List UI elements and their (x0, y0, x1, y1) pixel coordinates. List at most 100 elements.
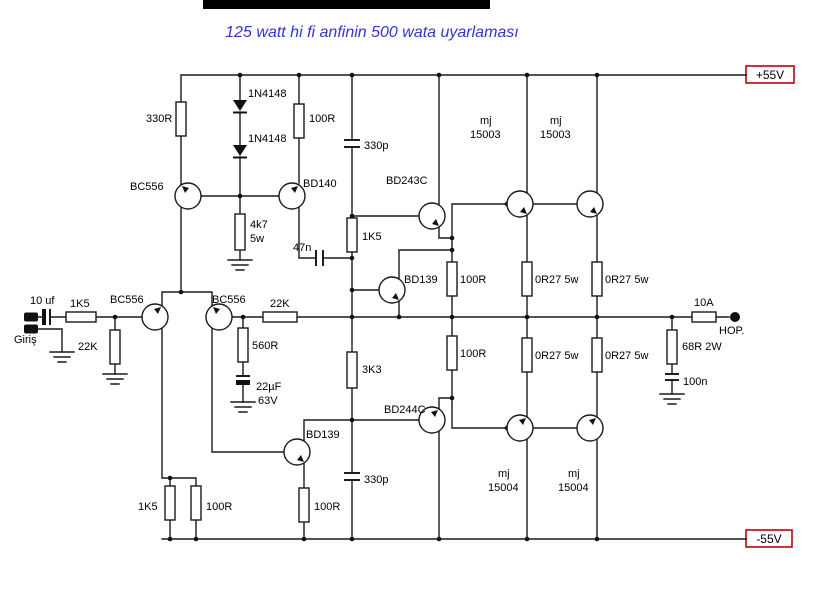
resistor-input-1k5-label: 1K5 (70, 298, 90, 310)
transistor-mj15003-1-label-line2: 15003 (470, 129, 501, 141)
capacitor-22uf (236, 375, 250, 385)
resistor-100r-driver-top-label: 100R (460, 274, 486, 286)
resistor-100r-mirror (293, 103, 305, 139)
resistor-0r27-4-label: 0R27 5w (605, 350, 648, 362)
capacitor-47n (315, 250, 324, 266)
output-terminal-label: HOP. (719, 325, 744, 337)
resistor-68r-zobel-label: 68R 2W (682, 341, 722, 353)
resistor-100r-driver-bottom-label: 100R (460, 348, 486, 360)
transistor-mj15003-2-label-line1: mj (550, 115, 562, 127)
negative-rail-badge: -55V (745, 529, 793, 548)
capacitor-22uf-label: 22µF (256, 381, 282, 393)
transistor-mj15004-1 (506, 414, 534, 442)
transistor-bd139-lower-label: BD139 (306, 429, 340, 441)
transistor-mj15004-2-label-line1: mj (568, 468, 580, 480)
ground-symbol-zobel (659, 393, 685, 405)
resistor-560r (237, 327, 249, 363)
ground-symbol-feedback-cap (230, 401, 256, 413)
input-terminal-signal (24, 312, 38, 322)
transistor-mj15003-1-label-line1: mj (480, 115, 492, 127)
resistor-22k-feedback (262, 311, 298, 323)
resistor-input-1k5 (65, 311, 97, 323)
resistor-input-22k (109, 329, 121, 365)
fuse-10a-label: 10A (694, 297, 714, 309)
resistor-100r-tail-label: 100R (206, 501, 232, 513)
resistor-330r (175, 101, 187, 137)
transistor-bc556-cs-label: BC556 (130, 181, 164, 193)
resistor-4k7-label: 4k7 (250, 219, 268, 231)
resistor-0r27-2 (591, 261, 603, 297)
transistor-bd244c-label: BD244C (384, 404, 426, 416)
resistor-1k5-vas (346, 217, 358, 253)
junction-dots (112, 72, 675, 542)
positive-rail-label: +55V (756, 68, 784, 82)
transistor-mj15004-1-label-line1: mj (498, 468, 510, 480)
resistor-560r-label: 560R (252, 340, 278, 352)
transistor-bc556-current-source (174, 182, 202, 210)
transistor-bd244c (418, 406, 446, 434)
transistor-mj15004-2-label-line2: 15004 (558, 482, 589, 494)
capacitor-330p-top-label: 330p (364, 140, 388, 152)
transistor-bd139-bias (378, 276, 406, 304)
diode-1n4148-1 (233, 100, 247, 114)
output-terminal (730, 312, 740, 322)
redacted-bar (203, 0, 490, 9)
resistor-100r-driver-top (446, 261, 458, 297)
resistor-100r-lower-label: 100R (314, 501, 340, 513)
resistor-0r27-3 (521, 337, 533, 373)
resistor-3k3 (346, 351, 358, 389)
transistor-bc556-diff-right-label: BC556 (212, 294, 246, 306)
transistor-mj15004-1-label-line2: 15004 (488, 482, 519, 494)
transistor-bc556-diff-left-label: BC556 (110, 294, 144, 306)
transistor-bc556-diff-left (141, 303, 169, 331)
schematic-title: 125 watt hi fi anfinin 500 wata uyarlama… (225, 24, 519, 41)
resistor-4k7-power-label: 5w (250, 233, 264, 245)
capacitor-22uf-voltage-label: 63V (258, 395, 278, 407)
capacitor-330p-bottom (344, 472, 360, 481)
resistor-1k5-tail-label: 1K5 (138, 501, 158, 513)
resistor-22k-feedback-label: 22K (270, 298, 290, 310)
capacitor-10uf-label: 10 uf (30, 295, 55, 307)
resistor-4k7-5w (234, 213, 246, 251)
resistor-0r27-3-label: 0R27 5w (535, 350, 578, 362)
input-terminal-ground (24, 324, 38, 334)
ground-symbol-input-shunt (102, 373, 128, 385)
resistor-100r-mirror-label: 100R (309, 113, 335, 125)
wires (37, 74, 747, 540)
transistor-mj15003-2 (576, 190, 604, 218)
transistor-bd140 (278, 182, 306, 210)
transistor-bd139-lower (283, 438, 311, 466)
capacitor-47n-label: 47n (293, 242, 311, 254)
fuse-10a (691, 311, 717, 323)
resistor-input-22k-label: 22K (78, 341, 98, 353)
transistor-mj15003-2-label-line2: 15003 (540, 129, 571, 141)
resistor-0r27-1 (521, 261, 533, 297)
input-label: Giriş (14, 334, 37, 346)
transistor-bc556-diff-right (205, 303, 233, 331)
resistor-330r-label: 330R (146, 113, 172, 125)
resistor-0r27-2-label: 0R27 5w (605, 274, 648, 286)
resistor-100r-lower (298, 487, 310, 523)
capacitor-100n (665, 373, 679, 381)
transistor-bd243c (418, 202, 446, 230)
transistor-mj15003-1 (506, 190, 534, 218)
capacitor-10uf (42, 309, 51, 325)
input-connector (24, 312, 38, 334)
resistor-0r27-1-label: 0R27 5w (535, 274, 578, 286)
resistor-3k3-label: 3K3 (362, 364, 382, 376)
resistor-100r-tail (190, 485, 202, 521)
diode-1n4148-1-label: 1N4148 (248, 88, 287, 100)
transistor-bd243c-label: BD243C (386, 175, 428, 187)
transistor-bd140-label: BD140 (303, 178, 337, 190)
resistor-0r27-4 (591, 337, 603, 373)
resistor-1k5-vas-label: 1K5 (362, 231, 382, 243)
negative-rail-label: -55V (756, 532, 781, 546)
diode-1n4148-2-label: 1N4148 (248, 133, 287, 145)
positive-rail-badge: +55V (745, 65, 795, 84)
capacitor-100n-label: 100n (683, 376, 707, 388)
resistor-100r-driver-bottom (446, 335, 458, 371)
capacitor-330p-top (344, 139, 360, 148)
diode-1n4148-2 (233, 145, 247, 159)
